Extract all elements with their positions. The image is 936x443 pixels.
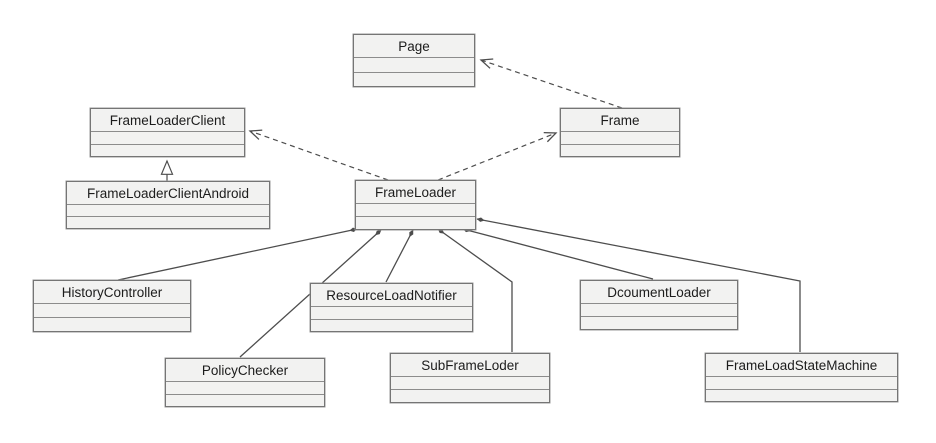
class-attributes-compartment — [581, 303, 737, 316]
class-attributes-compartment — [561, 131, 679, 144]
dependency-frameloader-to-frame — [437, 131, 558, 181]
class-methods-compartment — [354, 71, 474, 87]
class-title: FrameLoaderClientAndroid — [86, 185, 250, 201]
class-frameloaderclientandroid: FrameLoaderClientAndroid — [66, 181, 270, 229]
class-attributes-compartment — [91, 131, 244, 144]
class-methods-compartment — [34, 317, 190, 331]
class-title: DcoumentLoader — [607, 284, 711, 300]
composition-frameloader-frameloadstatemachine — [476, 217, 801, 352]
class-attributes-compartment — [34, 303, 190, 317]
class-methods-compartment — [581, 316, 737, 329]
class-methods-compartment — [356, 216, 475, 229]
class-policychecker: PolicyChecker — [165, 358, 325, 407]
class-methods-compartment — [67, 216, 269, 228]
class-page: Page — [353, 34, 475, 87]
composition-frameloader-historycontroller — [117, 227, 358, 281]
composition-frameloader-subframeloder — [437, 228, 513, 352]
class-attributes-compartment — [356, 203, 475, 216]
class-title: SubFrameLoder — [421, 357, 519, 373]
dependency-frame-to-page — [479, 58, 623, 109]
class-frameloader: FrameLoader — [355, 180, 476, 230]
composition-frameloader-dcoumentloader — [462, 227, 654, 280]
class-historycontroller: HistoryController — [33, 280, 191, 332]
dependency-frameloader-to-frameloaderclient — [248, 129, 389, 181]
class-methods-compartment — [706, 388, 897, 402]
class-frameloadstatemachine: FrameLoadStateMachine — [705, 353, 898, 402]
class-subframeloder: SubFrameLoder — [390, 353, 550, 403]
class-title: ResourceLoadNotifier — [326, 287, 457, 303]
class-title: PolicyChecker — [201, 362, 289, 378]
class-attributes-compartment — [354, 57, 474, 72]
class-frame: Frame — [560, 108, 680, 157]
class-attributes-compartment — [311, 306, 472, 319]
class-attributes-compartment — [706, 376, 897, 389]
class-methods-compartment — [391, 389, 549, 402]
class-dcoumentloader: DcoumentLoader — [580, 280, 738, 330]
class-title: FrameLoader — [374, 184, 457, 200]
class-title: Page — [398, 38, 430, 54]
class-attributes-compartment — [166, 381, 324, 394]
class-title: FrameLoaderClient — [109, 112, 226, 128]
composition-frameloader-resourceloadnotifier — [385, 229, 414, 283]
class-title: Frame — [600, 112, 640, 128]
class-methods-compartment — [166, 393, 324, 407]
class-methods-compartment — [311, 318, 472, 332]
class-attributes-compartment — [67, 204, 269, 216]
class-methods-compartment — [561, 143, 679, 157]
class-methods-compartment — [91, 143, 244, 157]
class-attributes-compartment — [391, 376, 549, 389]
class-frameloaderclient: FrameLoaderClient — [90, 108, 245, 157]
class-title: FrameLoadStateMachine — [725, 357, 878, 373]
class-resourceloadnotifier: ResourceLoadNotifier — [310, 283, 473, 332]
class-title: HistoryController — [61, 284, 163, 300]
